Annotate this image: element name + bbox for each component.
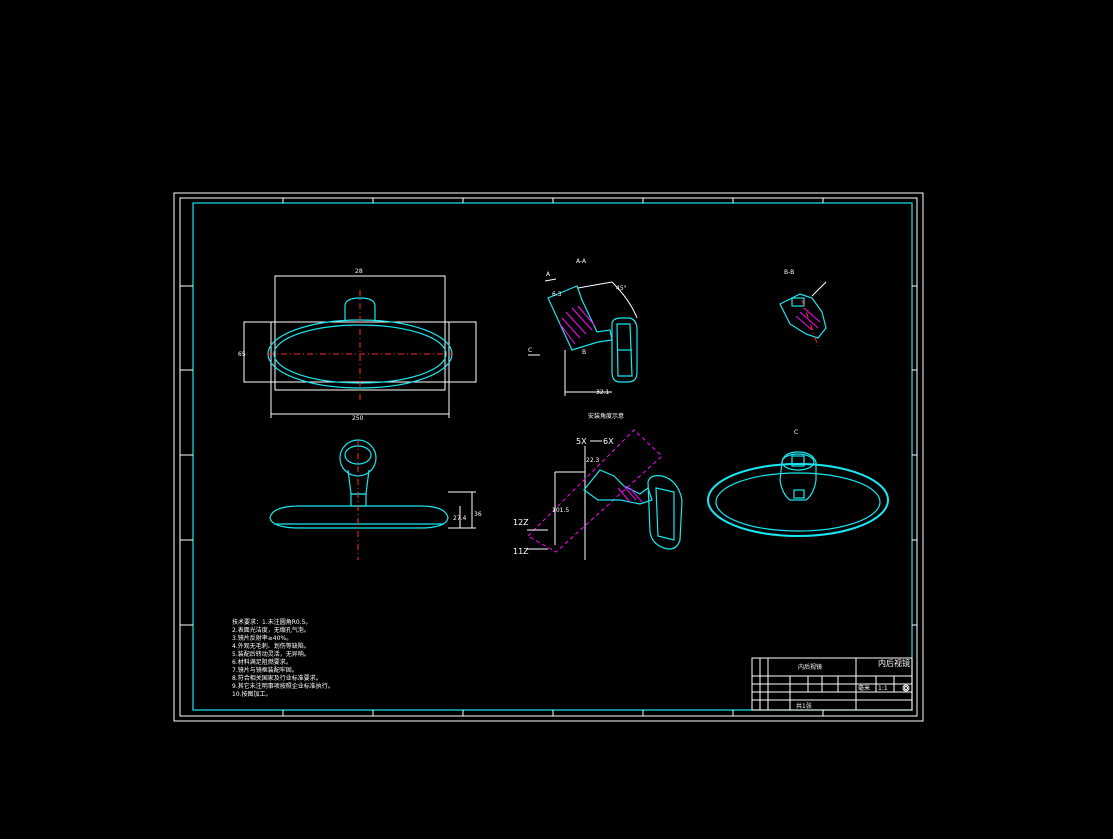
install-hatch: [617, 485, 643, 503]
aa-hatch: [559, 305, 596, 345]
dim-aa1: 32.1: [596, 389, 610, 396]
dim-install1: 22.3: [586, 457, 600, 464]
note-10: 10.按图加工。: [232, 690, 272, 698]
section-aa-view[interactable]: A-A A 32.1 45° 6.3 C B: [528, 258, 638, 396]
dim-front-height: 65: [238, 351, 246, 358]
title-drawing-no: 内后视镜: [878, 658, 910, 668]
label-c-arrow: C: [528, 347, 532, 354]
label-a-top: A: [546, 271, 551, 278]
title-part-name: 内后视镜: [798, 663, 822, 671]
label-b: B: [582, 349, 586, 356]
axis-12z: 12Z: [513, 518, 529, 527]
dim-front-width-top: 28: [355, 268, 363, 275]
top-view[interactable]: 27.4 36: [269, 439, 482, 560]
note-8: 8.符合相关国家及行业标准要求。: [232, 674, 322, 682]
install-arm: [583, 469, 653, 505]
mirror-body-side: [269, 505, 449, 529]
aa-arm: [547, 285, 613, 351]
ring-outer: [707, 463, 889, 537]
axis-11z: 11Z: [513, 547, 529, 556]
install-angle-view[interactable]: 安装角度示意 5X 6X 22.3 101.5 12Z 11Z: [513, 412, 683, 560]
install-plane: [527, 429, 663, 553]
bb-hatch: [795, 307, 821, 331]
technical-notes: 技术要求：1.未注圆角R0.5。 2.表面光洁度，无缩孔气泡。 3.镜片反射率≥…: [232, 618, 334, 698]
socket-body: [779, 451, 817, 501]
view-c-title: C: [794, 429, 798, 436]
section-bb-view[interactable]: B-B: [779, 269, 827, 347]
mount-boss: [344, 297, 376, 322]
note-9: 9.其它未注明事项按照企业标准执行。: [232, 682, 334, 690]
title-scale: 1:1: [878, 685, 888, 692]
axis-6x: 6X: [603, 437, 614, 446]
note-3: 3.镜片反射率≥40%。: [232, 634, 292, 642]
install-mirror-housing: [647, 475, 683, 550]
note-2: 2.表面光洁度，无缩孔气泡。: [232, 626, 310, 634]
front-view[interactable]: 28 250 65: [238, 268, 477, 422]
note-1: 技术要求：1.未注圆角R0.5。: [232, 618, 311, 626]
dim-aa2: 45°: [616, 285, 627, 292]
aa-mirror-housing: [611, 317, 638, 383]
install-note-title: 安装角度示意: [588, 412, 624, 420]
note-7: 7.镜片与镜框装配牢固。: [232, 666, 298, 674]
axis-5x: 5X: [576, 437, 587, 446]
title-sheet: 共1张: [796, 702, 812, 710]
note-5: 5.装配后转动灵活，无异响。: [232, 650, 310, 658]
dim-aa3: 6.3: [552, 291, 562, 298]
projection-symbol: [902, 684, 910, 692]
note-4: 4.外观无毛刺、划伤等缺陷。: [232, 642, 310, 650]
outer-sheet-border: [173, 192, 924, 722]
note-6: 6.材料满足阻燃要求。: [232, 658, 292, 666]
view-c[interactable]: C: [707, 429, 889, 537]
inner-sheet-border: [179, 197, 918, 717]
title-block[interactable]: 内后视镜 内后视镜 毫米 1:1 共1张: [751, 657, 913, 711]
zone-ticks-side: [180, 285, 917, 626]
title-unit: 毫米: [858, 684, 870, 692]
dim-side-h1: 27.4: [453, 515, 467, 522]
ring-inner: [715, 472, 881, 532]
dim-front-width-bottom: 250: [352, 415, 364, 422]
dim-install2: 101.5: [552, 507, 569, 514]
dim-side-h2: 36: [474, 511, 482, 518]
bb-profile: [779, 293, 827, 339]
section-aa-title: A-A: [576, 258, 587, 265]
section-bb-title: B-B: [784, 269, 794, 276]
zone-ticks-top: [282, 198, 824, 716]
